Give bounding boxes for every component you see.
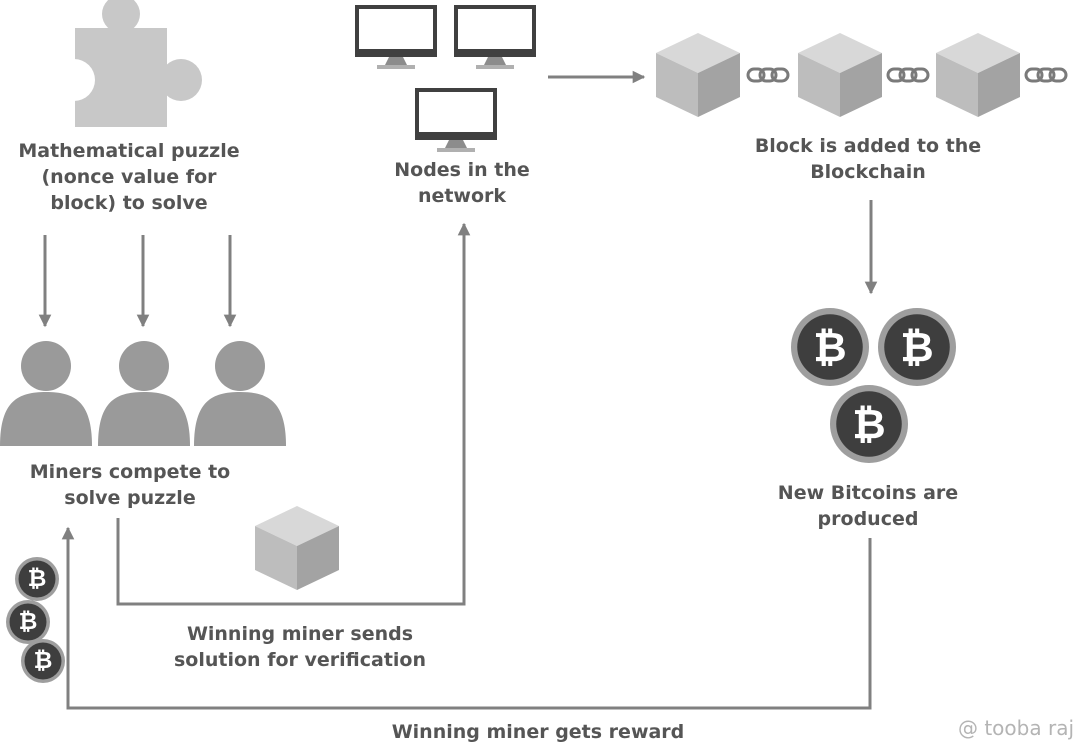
chain-link-icon [1024,67,1068,83]
monitor-icon [355,5,437,69]
new-bitcoins-label-line: produced [817,508,919,530]
puzzle-label-line: Mathematical puzzle [18,140,240,162]
bitcoin-symbol: ₿ [34,648,53,674]
miners-label-line: Miners compete to [29,461,231,483]
puzzle-label: Mathematical puzzle (nonce value for blo… [0,138,258,216]
arrow-reward-to-miners [61,526,872,710]
bitcoin-symbol: ₿ [19,609,38,635]
nodes-label-line: network [417,185,507,207]
cube-icon [656,33,740,117]
nodes-label: Nodes in the network [362,157,562,209]
sends-solution-label: Winning miner sends solution for verific… [150,621,450,673]
bitcoin-symbol: ₿ [852,400,885,448]
puzzle-piece-icon [53,0,202,127]
reward-label-line: Winning miner gets reward [391,721,685,743]
cube-icon [936,33,1020,117]
monitor-icon [454,5,536,69]
nodes-label-line: Nodes in the [394,159,530,181]
puzzle-label-line: block) to solve [50,192,208,214]
bitcoin-coin-icon: ₿ [6,600,50,644]
arrow-miners-to-nodes [116,222,471,606]
person-icon [0,341,92,446]
block-added-label: Block is added to the Blockchain [728,133,1008,185]
bitcoin-coin-icon: ₿ [878,308,956,386]
miners-label-line: solve puzzle [64,487,196,509]
new-bitcoins-label: New Bitcoins are produced [748,480,988,532]
block-added-label-line: Block is added to the [754,135,982,157]
bitcoin-coin-icon: ₿ [791,308,869,386]
bitcoin-coin-icon: ₿ [830,385,908,463]
miners-label: Miners compete to solve puzzle [0,459,260,511]
block-added-label-line: Blockchain [810,161,926,183]
bitcoin-symbol: ₿ [813,323,846,371]
reward-label: Winning miner gets reward [368,719,708,745]
chain-link-icon [886,67,930,83]
cube-icon [255,506,339,590]
bitcoin-symbol: ₿ [900,323,933,371]
new-bitcoins-label-line: New Bitcoins are [777,482,959,504]
sends-solution-label-line: solution for verification [174,649,426,671]
person-icon [98,341,190,446]
watermark: @ tooba raj [957,716,1074,740]
chain-link-icon [746,67,790,83]
sends-solution-label-line: Winning miner sends [186,623,414,645]
cube-icon [798,33,882,117]
monitor-icon [415,88,497,152]
puzzle-label-line: (nonce value for [41,166,217,188]
bitcoin-coin-icon: ₿ [15,557,59,601]
person-icon [194,341,286,446]
bitcoin-symbol: ₿ [28,566,47,592]
bitcoin-coin-icon: ₿ [21,639,65,683]
